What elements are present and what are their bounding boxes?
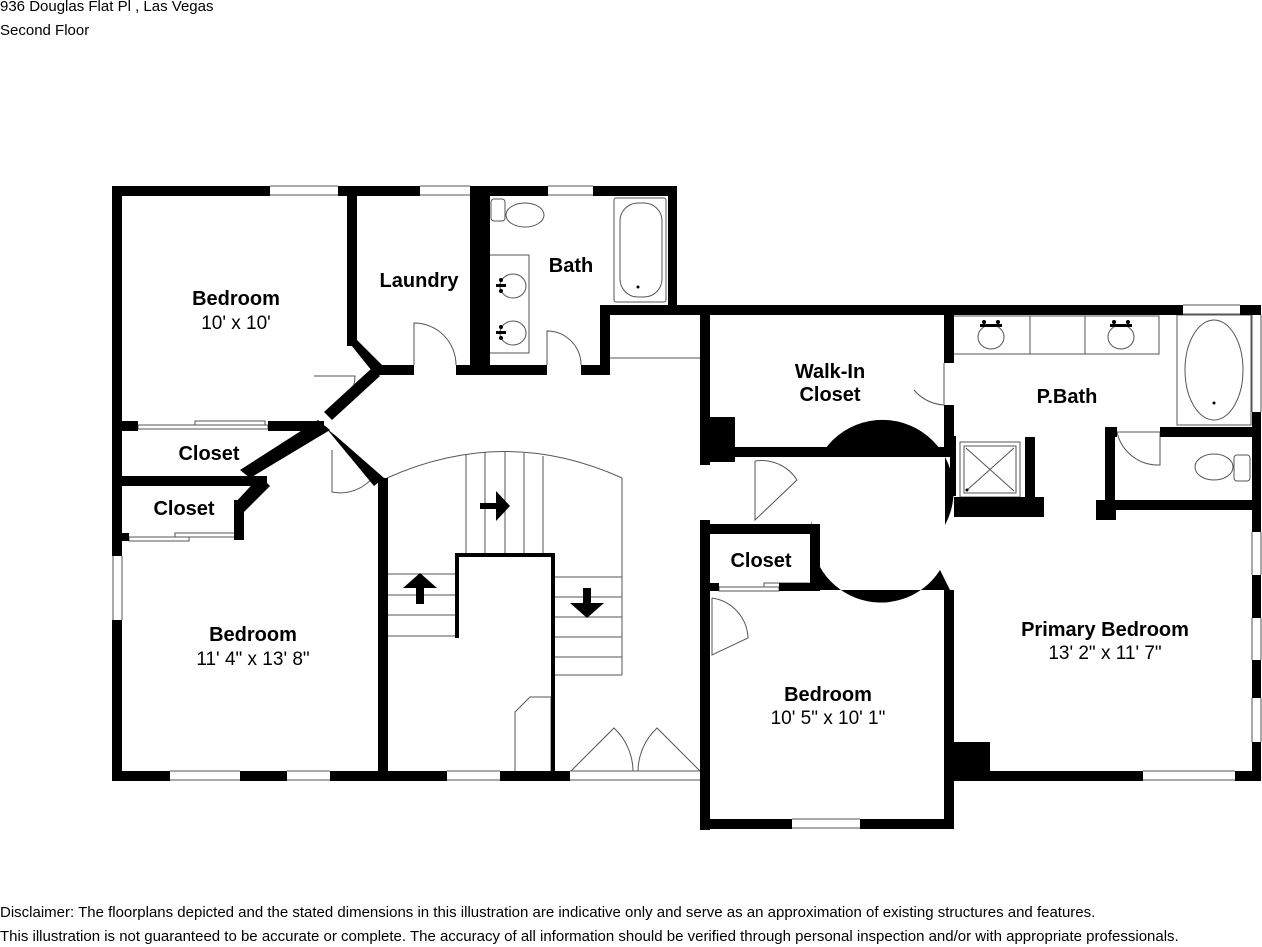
room-name: Laundry (380, 270, 460, 292)
room-name: P.Bath (1037, 386, 1098, 408)
disclaimer-line-1: Disclaimer: The floorplans depicted and … (0, 904, 1096, 921)
room-name: Walk-In (795, 361, 865, 383)
room-dimensions: 10' 5" x 10' 1" (771, 708, 886, 729)
room-name: Bedroom (192, 288, 280, 310)
room-name: Primary Bedroom (1021, 619, 1189, 641)
floor-label: Second Floor (0, 22, 90, 39)
stair-arrows (403, 491, 604, 618)
arrow-up-icon (403, 573, 437, 604)
room-labels: Bedroom 10' x 10' Laundry Bath Closet Cl… (153, 255, 1188, 729)
room-name: Bath (549, 255, 593, 277)
arrow-down-icon (570, 588, 604, 618)
room-name: Closet (153, 498, 214, 520)
room-name: Closet (730, 550, 791, 572)
room-name-line2: Closet (799, 384, 860, 406)
room-dimensions: 11' 4" x 13' 8" (196, 649, 309, 670)
arrow-right-icon (480, 491, 510, 521)
disclaimer-line-2: This illustration is not guaranteed to b… (0, 928, 1179, 945)
address-label: 936 Douglas Flat Pl , Las Vegas (0, 0, 214, 15)
room-name: Closet (178, 443, 239, 465)
room-name: Bedroom (209, 624, 297, 646)
room-name: Bedroom (784, 684, 872, 706)
room-dimensions: 10' x 10' (201, 313, 271, 334)
room-dimensions: 13' 2" x 11' 7" (1048, 643, 1161, 664)
